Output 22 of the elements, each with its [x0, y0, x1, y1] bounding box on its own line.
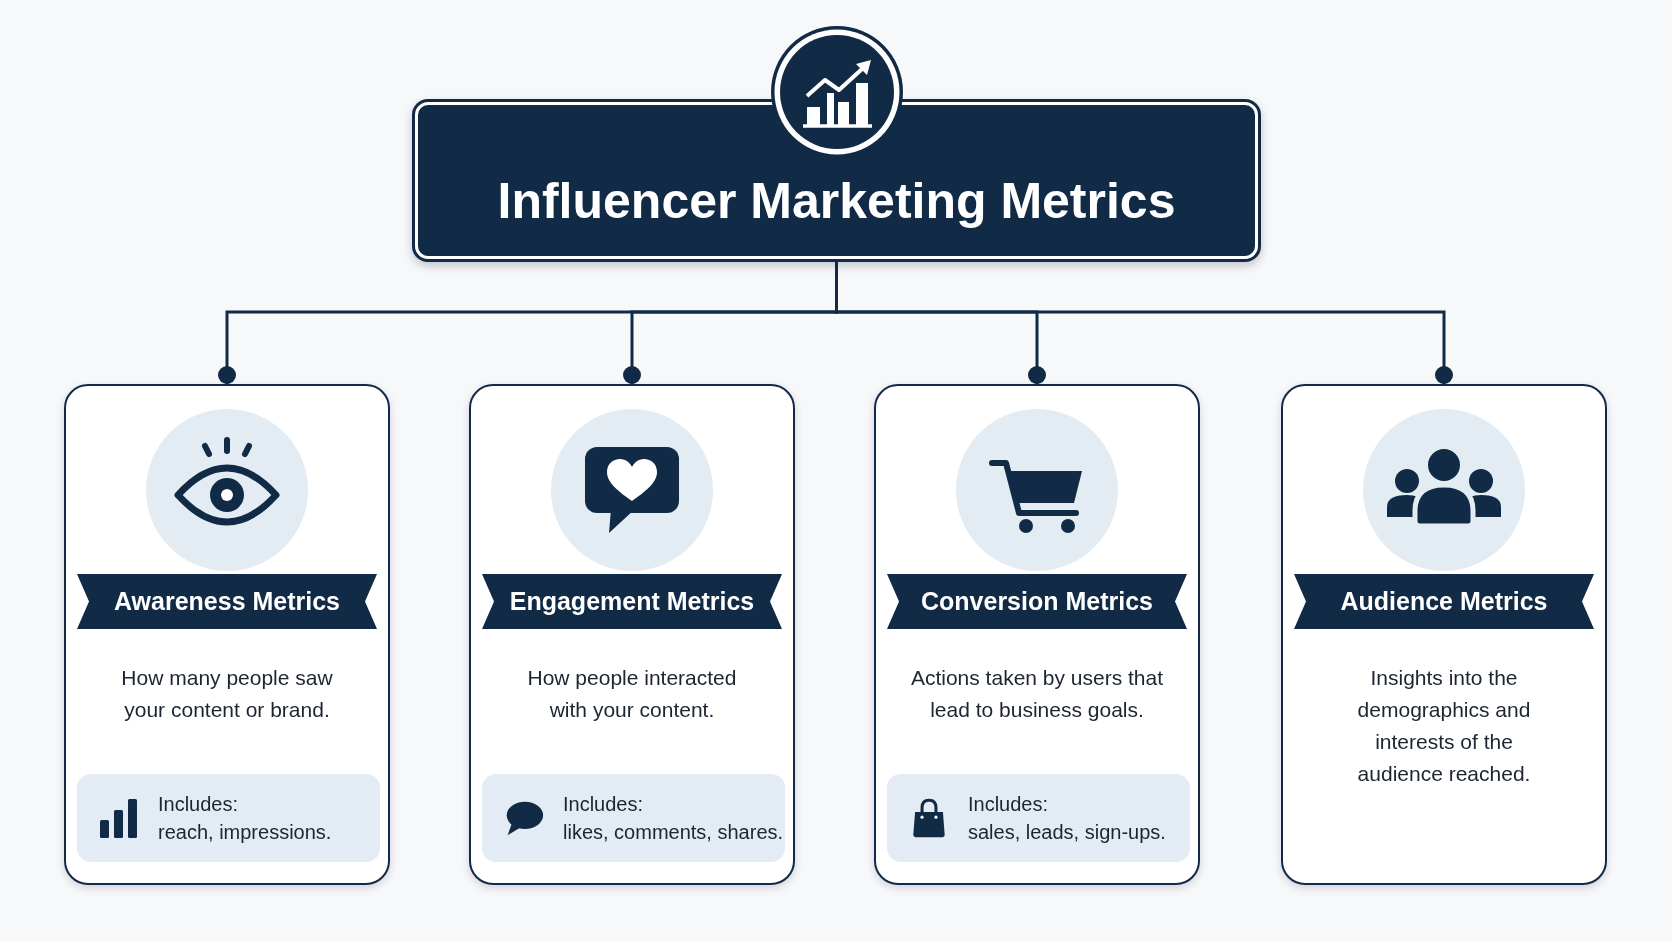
includes-label: Includes:	[158, 792, 240, 817]
metric-card	[1281, 384, 1607, 885]
metric-card	[874, 384, 1200, 885]
includes-panel	[482, 774, 785, 862]
metric-card	[469, 384, 795, 885]
description-text: How people interacted with your content.	[526, 665, 738, 723]
includes-panel	[77, 774, 380, 862]
description-text: Insights into the demographics and interests of the audience reached.	[1356, 665, 1532, 787]
metric-list: sales, leads, sign-ups.	[968, 818, 1166, 846]
metric-list: reach, impressions.	[158, 818, 332, 846]
metric-list: likes, comments, shares.	[563, 818, 784, 846]
heading-banner: Conversion Metrics	[887, 574, 1187, 629]
heading-banner: Audience Metrics	[1294, 574, 1594, 629]
includes-label: Includes:	[968, 792, 1050, 817]
description-text: How many people saw your content or brand.	[120, 665, 334, 723]
title-text: Influencer Marketing Metrics	[496, 172, 1177, 231]
heading-banner: Engagement Metrics	[482, 574, 782, 629]
includes-panel	[887, 774, 1190, 862]
description-text: Actions taken by users that lead to business goals.	[909, 665, 1165, 723]
includes-label: Includes:	[563, 792, 645, 817]
metric-card	[64, 384, 390, 885]
heading-banner: Awareness Metrics	[77, 574, 377, 629]
